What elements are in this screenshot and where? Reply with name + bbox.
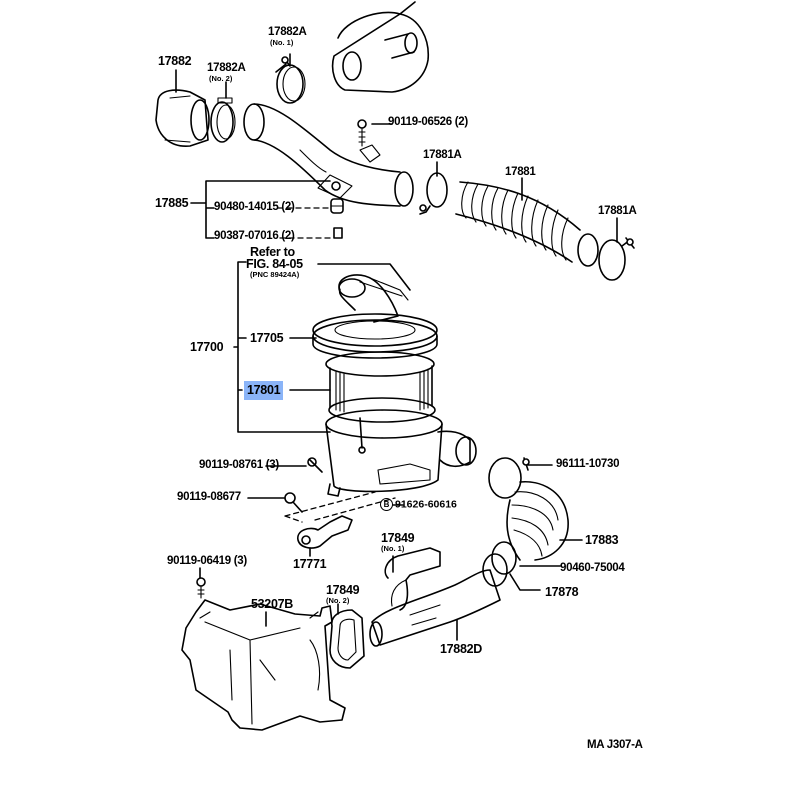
refer-to-figure-link[interactable]: FIG. 84-05 xyxy=(246,257,303,271)
refer-to-text: Refer to xyxy=(250,245,295,259)
part-label-90119-06419[interactable]: 90119-06419 (3) xyxy=(167,555,247,567)
part-label-17881a-left[interactable]: 17881A xyxy=(423,149,462,161)
part-label-90387-07016[interactable]: 90387-07016 (2) xyxy=(214,230,295,242)
hose-17882-drawing xyxy=(155,89,210,147)
part-label-90119-08761[interactable]: 90119-08761 (3) xyxy=(199,459,279,471)
part-label-90460-75004[interactable]: 90460-75004 xyxy=(560,562,625,574)
part-label-17849-no1[interactable]: 17849 xyxy=(381,531,415,545)
clamp-96111-10730-drawing xyxy=(488,457,530,499)
part-label-17882a-no1[interactable]: 17882A xyxy=(268,26,307,38)
turbo-housing-drawing xyxy=(331,1,430,93)
part-sublabel-17882a-no1: (No. 1) xyxy=(270,38,294,47)
part-label-90119-08677[interactable]: 90119-08677 xyxy=(177,491,241,503)
diagram-reference-code: MA J307-A xyxy=(587,739,643,751)
part-label-17700[interactable]: 17700 xyxy=(190,340,224,354)
part-label-90119-06526[interactable]: 90119-06526 (2) xyxy=(388,116,468,128)
marker-b-icon: B xyxy=(380,498,393,511)
seal-17849-no2-drawing xyxy=(329,609,365,669)
part-label-17885[interactable]: 17885 xyxy=(155,196,189,210)
part-label-17771[interactable]: 17771 xyxy=(293,557,327,571)
part-label-17882a-no2[interactable]: 17882A xyxy=(207,62,246,74)
part-label-17882d[interactable]: 17882D xyxy=(440,642,482,656)
air-cleaner-17700-drawing xyxy=(312,274,477,497)
seal-17849-no1-drawing xyxy=(384,547,441,611)
refer-to-pnc: (PNC 89424A) xyxy=(250,270,300,279)
part-label-17878[interactable]: 17878 xyxy=(545,585,579,599)
part-label-90480-14015[interactable]: 90480-14015 (2) xyxy=(214,201,295,213)
part-label-17801-highlighted[interactable]: 17801 xyxy=(244,381,284,400)
bolt-90119-08677-drawing xyxy=(284,492,303,513)
leader-lines xyxy=(175,53,618,641)
part-label-17849-no2[interactable]: 17849 xyxy=(326,583,360,597)
bolt-90119-06419-drawing xyxy=(196,577,206,599)
clamp-17882a-no2-drawing xyxy=(210,97,236,143)
bellows-hose-17881-drawing xyxy=(419,172,635,281)
hose-17883-drawing xyxy=(482,480,569,587)
bolt-90119-06526-drawing xyxy=(357,119,367,147)
part-label-17883[interactable]: 17883 xyxy=(585,533,619,547)
part-label-17705[interactable]: 17705 xyxy=(250,331,284,345)
part-label-96111-10730[interactable]: 96111-10730 xyxy=(556,458,620,470)
part-sublabel-17849-no1: (No. 1) xyxy=(381,544,405,553)
part-sublabel-17849-no2: (No. 2) xyxy=(326,596,350,605)
bolt-90119-08761-drawing xyxy=(307,457,323,473)
part-label-17881a-right[interactable]: 17881A xyxy=(598,205,637,217)
part-label-53207b[interactable]: 53207B xyxy=(251,597,293,611)
bracket-17771-drawing xyxy=(284,491,396,549)
collar-90387-07016-drawing xyxy=(333,227,343,239)
part-sublabel-17882a-no2: (No. 2) xyxy=(209,74,233,83)
intake-pipe-17885-drawing xyxy=(243,103,414,207)
duct-17882d-drawing xyxy=(369,569,501,647)
part-number-91626-60616: 91626-60616 xyxy=(395,498,457,511)
part-label-17881[interactable]: 17881 xyxy=(505,166,536,178)
part-label-17882[interactable]: 17882 xyxy=(158,54,192,68)
clamp-17882a-no1-drawing xyxy=(275,56,306,104)
grommet-90480-14015-drawing xyxy=(330,198,344,214)
shield-53207b-drawing xyxy=(181,599,346,731)
